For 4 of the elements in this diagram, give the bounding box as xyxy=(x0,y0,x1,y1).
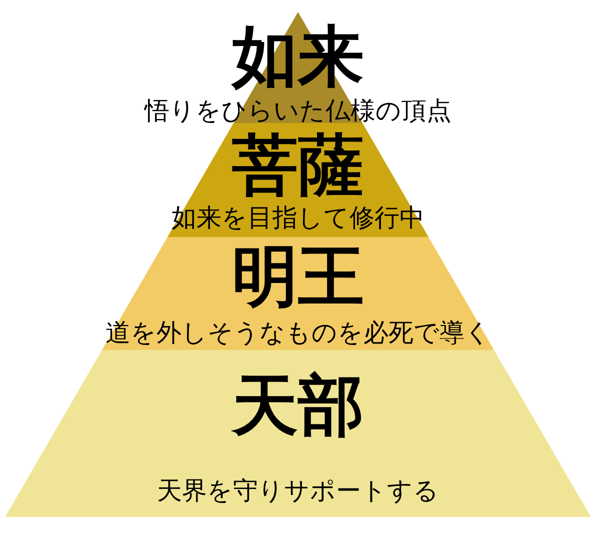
tier-description: 天界を守りサポートする xyxy=(157,478,439,503)
tier-title: 天部 xyxy=(232,373,364,439)
tier-title: 菩薩 xyxy=(232,133,364,199)
tier-title: 明王 xyxy=(232,244,364,310)
